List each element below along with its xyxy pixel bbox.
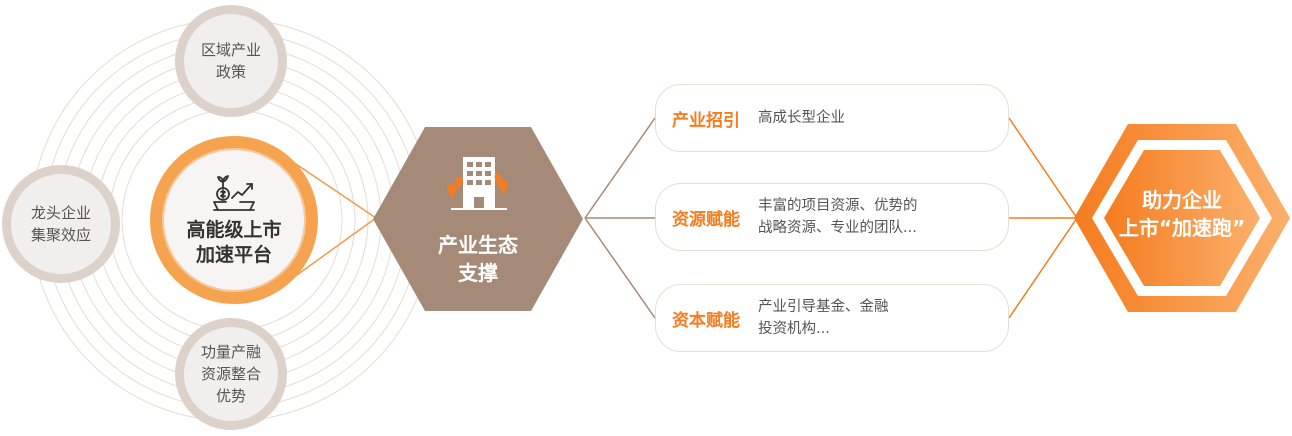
pillar-industry-attraction: 产业招引 高成长型企业 (655, 84, 1009, 152)
connector-hub-pillar-1 (584, 117, 656, 219)
circle-leader-cluster: 龙头企业 集聚效应 (2, 165, 120, 283)
circle-capital-integration: 功量产融 资源整合 优势 (175, 318, 287, 430)
hub-hexagon-label: 产业生态 支撑 (438, 233, 518, 285)
pillar-resource-empowerment: 资源赋能 丰富的项目资源、优势的 战略资源、专业的团队... (655, 183, 1009, 251)
goal-hexagon-shape (1074, 124, 1290, 312)
money-growth-chart-icon (213, 175, 255, 211)
goal-hexagon: 助力企业 上市“加速跑” (1074, 124, 1290, 312)
connector-center-hub-top (289, 159, 377, 219)
pillar-capital-empowerment: 资本赋能 产业引导基金、金融 投资机构... (655, 284, 1009, 352)
circle-listing-platform-label: 高能级上市 加速平台 (186, 219, 282, 266)
connector-pillar-1-goal (1008, 117, 1078, 219)
circle-capital-integration-label: 功量产融 资源整合 优势 (200, 343, 261, 405)
connector-center-hub-bottom (289, 217, 377, 281)
pillar-industry-attraction-title: 产业招引 (672, 110, 740, 131)
circle-regional-policy: 区域产业 政策 (175, 5, 287, 117)
goal-hexagon-label: 助力企业 上市“加速跑” (1118, 188, 1246, 240)
hub-hexagon: 产业生态 支撑 (373, 127, 583, 311)
pillar-resource-empowerment-desc: 丰富的项目资源、优势的 战略资源、专业的团队... (758, 198, 918, 236)
pillar-capital-empowerment-desc: 产业引导基金、金融 投资机构... (758, 299, 889, 337)
pillar-capital-empowerment-title: 资本赋能 (672, 310, 740, 331)
pillar-resource-empowerment-title: 资源赋能 (672, 209, 740, 230)
circle-listing-platform: 高能级上市 加速平台 (150, 136, 318, 304)
circle-leader-cluster-label: 龙头企业 集聚效应 (30, 204, 91, 244)
circle-regional-policy-label: 区域产业 政策 (200, 41, 261, 81)
connector-hub-pillar-3 (584, 217, 656, 319)
pillar-industry-attraction-desc: 高成长型企业 (758, 110, 845, 126)
hub-hexagon-shape (373, 127, 583, 311)
office-building-icon (447, 157, 508, 210)
connector-pillar-3-goal (1008, 217, 1078, 319)
